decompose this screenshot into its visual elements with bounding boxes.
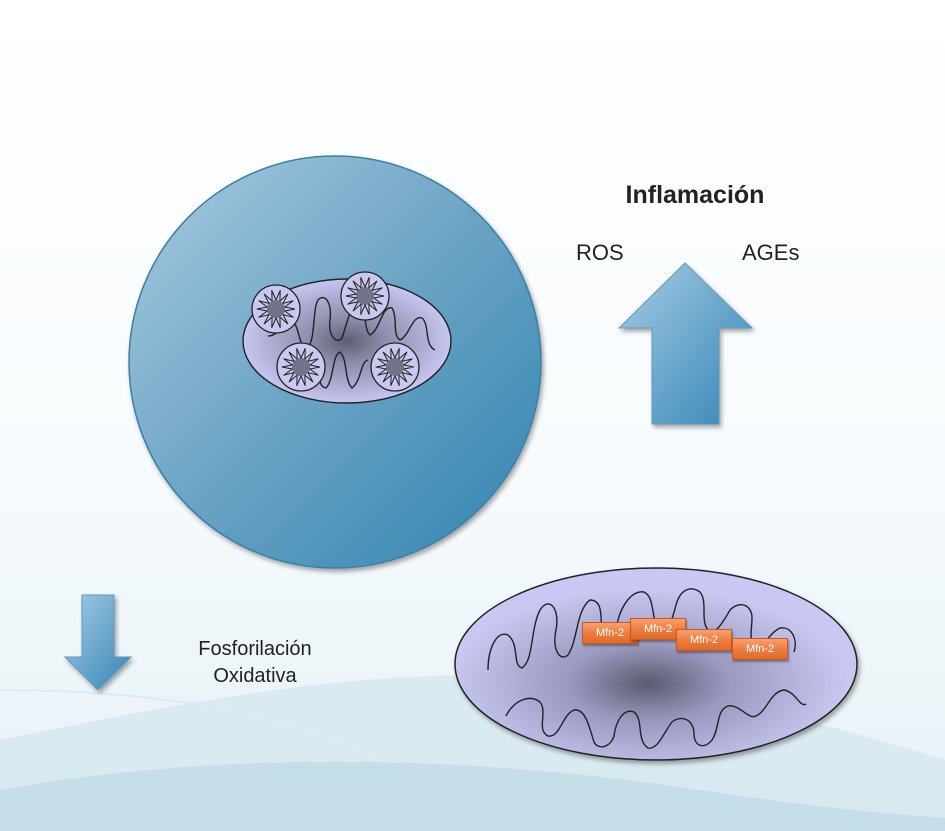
ages-label: AGEs (742, 240, 800, 265)
mfn2-protein-3: Mfn-2 (676, 629, 732, 651)
oxphos-line-1: Fosforilación (198, 638, 312, 660)
cristae-body (276, 342, 326, 392)
oxidative-phosphorylation-label: Fosforilación Oxidativa (170, 636, 340, 690)
cristae-body (370, 342, 420, 392)
mfn2-protein-1: Mfn-2 (582, 622, 638, 644)
oxphos-line-2: Oxidativa (213, 665, 297, 687)
mfn2-protein-2: Mfn-2 (630, 618, 686, 640)
ros-label: ROS (576, 240, 624, 265)
cristae-bodies (251, 271, 420, 392)
inflammation-label: Inflamación (625, 181, 765, 209)
fused-mitochondrion (454, 567, 858, 761)
cristae-body (251, 284, 301, 334)
mfn2-protein-4: Mfn-2 (732, 638, 788, 660)
cristae-body (340, 271, 390, 321)
up-arrow-icon (617, 262, 754, 425)
down-arrow-icon (63, 594, 133, 691)
